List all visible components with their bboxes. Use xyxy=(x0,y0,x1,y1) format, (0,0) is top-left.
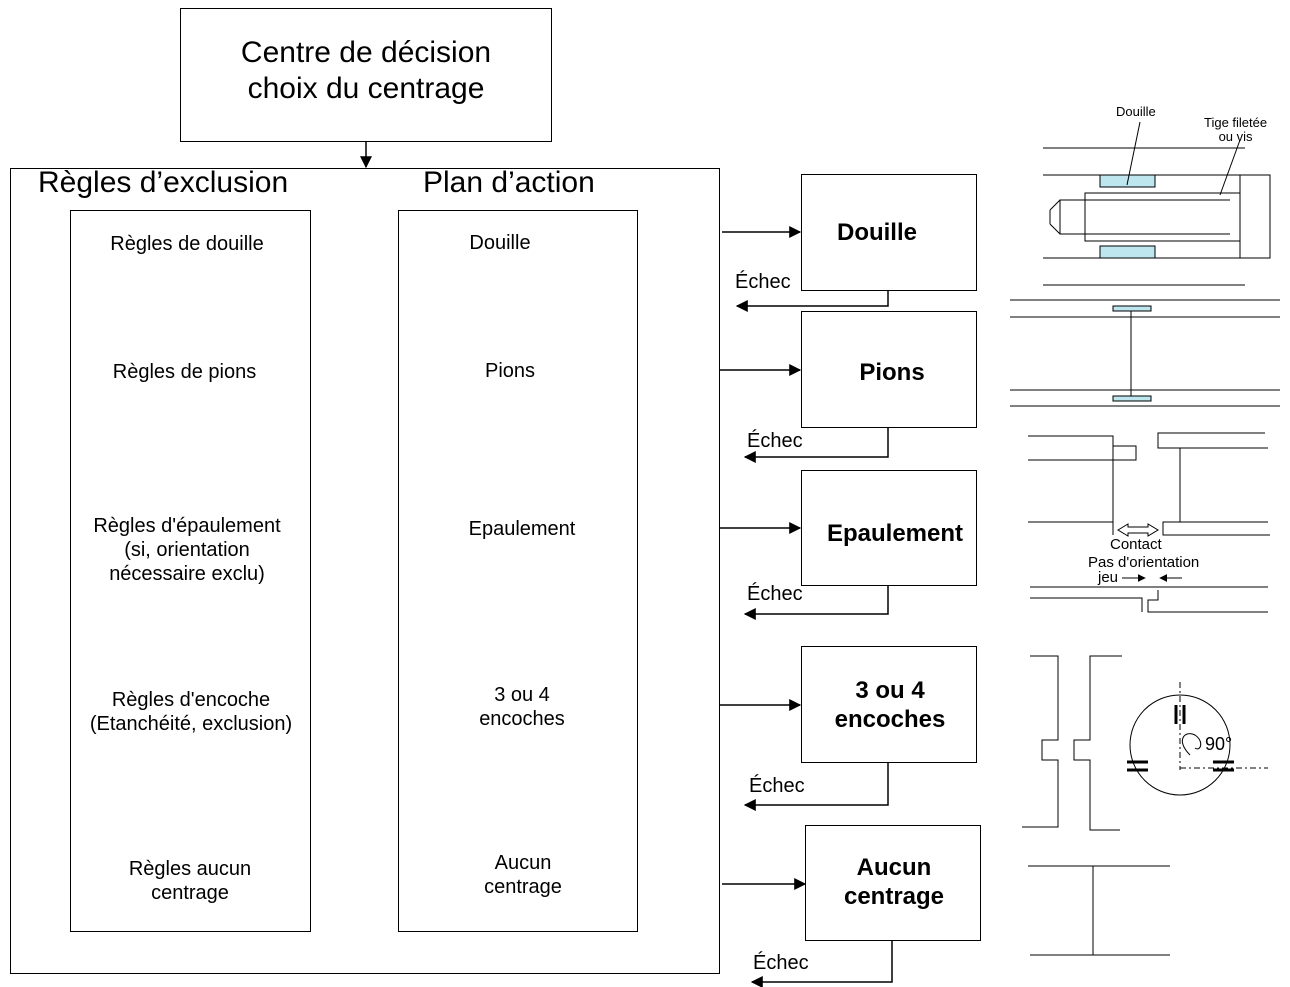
plan-heading: Plan d’action xyxy=(423,166,595,199)
douille-sketch xyxy=(1043,121,1271,286)
exclusion-heading: Règles d’exclusion xyxy=(38,166,289,199)
fail-label-epaulement: Échec xyxy=(747,583,803,605)
decision-center-title: Centre de décision choix du centrage xyxy=(240,36,492,105)
fail-path-epaulement xyxy=(743,586,889,620)
sketch-label-pas-orientation: Pas d'orientation xyxy=(1088,554,1200,571)
rule-epaulement: Règles d'épaulement (si, orientation néc… xyxy=(93,515,281,585)
sketch-label-angle: 90° xyxy=(1205,734,1233,754)
action-aucun: Aucun centrage xyxy=(484,852,562,898)
rule-pions: Règles de pions xyxy=(112,361,257,383)
outcome-pions-box: Pions xyxy=(801,311,977,428)
decision-center-box: Centre de décision choix du centrage xyxy=(180,8,552,142)
outcome-encoches-box: 3 ou 4 encoches xyxy=(801,646,977,763)
outcome-aucun-box: Aucun centrage xyxy=(805,825,981,941)
encoches-sketch xyxy=(1022,655,1268,831)
fail-label-encoches: Échec xyxy=(749,775,805,797)
fail-label-douille: Échec xyxy=(735,271,791,293)
outcome-encoches-label: 3 ou 4 encoches xyxy=(834,677,946,733)
outcome-douille-box: Douille xyxy=(801,174,977,291)
outcome-epaulement-box: Epaulement xyxy=(801,470,977,586)
aucun-sketch xyxy=(1028,865,1170,956)
sketch-label-contact: Contact xyxy=(1110,536,1162,553)
action-epaulement: Epaulement xyxy=(468,518,576,540)
outcome-epaulement-label: Epaulement xyxy=(826,520,964,547)
outcome-aucun-label: Aucun centrage xyxy=(843,854,945,910)
plan-actions-panel xyxy=(398,210,638,932)
exclusion-rules-panel xyxy=(70,210,311,932)
epaulement-sketch xyxy=(1028,432,1270,613)
sketch-label-douille: Douille xyxy=(1116,104,1156,119)
fail-label-aucun: Échec xyxy=(753,952,809,974)
fail-path-encoches xyxy=(743,763,889,811)
fail-path-pions xyxy=(743,428,889,463)
sketch-label-jeu: jeu xyxy=(1098,569,1119,586)
contact-double-arrow xyxy=(1117,523,1159,537)
pions-sketch xyxy=(1010,299,1280,407)
outcome-douille-label: Douille xyxy=(836,219,917,246)
sketch-label-tige: Tige filetée ou vis xyxy=(1204,115,1268,145)
fail-path-douille xyxy=(735,291,889,312)
rule-encoche: Règles d'encoche (Etanchéité, exclusion) xyxy=(89,689,293,735)
action-pions: Pions xyxy=(484,360,536,382)
action-encoches: 3 ou 4 encoches xyxy=(479,684,565,730)
fail-path-aucun xyxy=(750,941,893,987)
action-douille: Douille xyxy=(469,232,531,254)
fail-label-pions: Échec xyxy=(747,430,803,452)
outcome-pions-label: Pions xyxy=(859,359,925,386)
rule-aucun: Règles aucun centrage xyxy=(128,858,252,904)
rule-douille: Règles de douille xyxy=(110,233,264,255)
